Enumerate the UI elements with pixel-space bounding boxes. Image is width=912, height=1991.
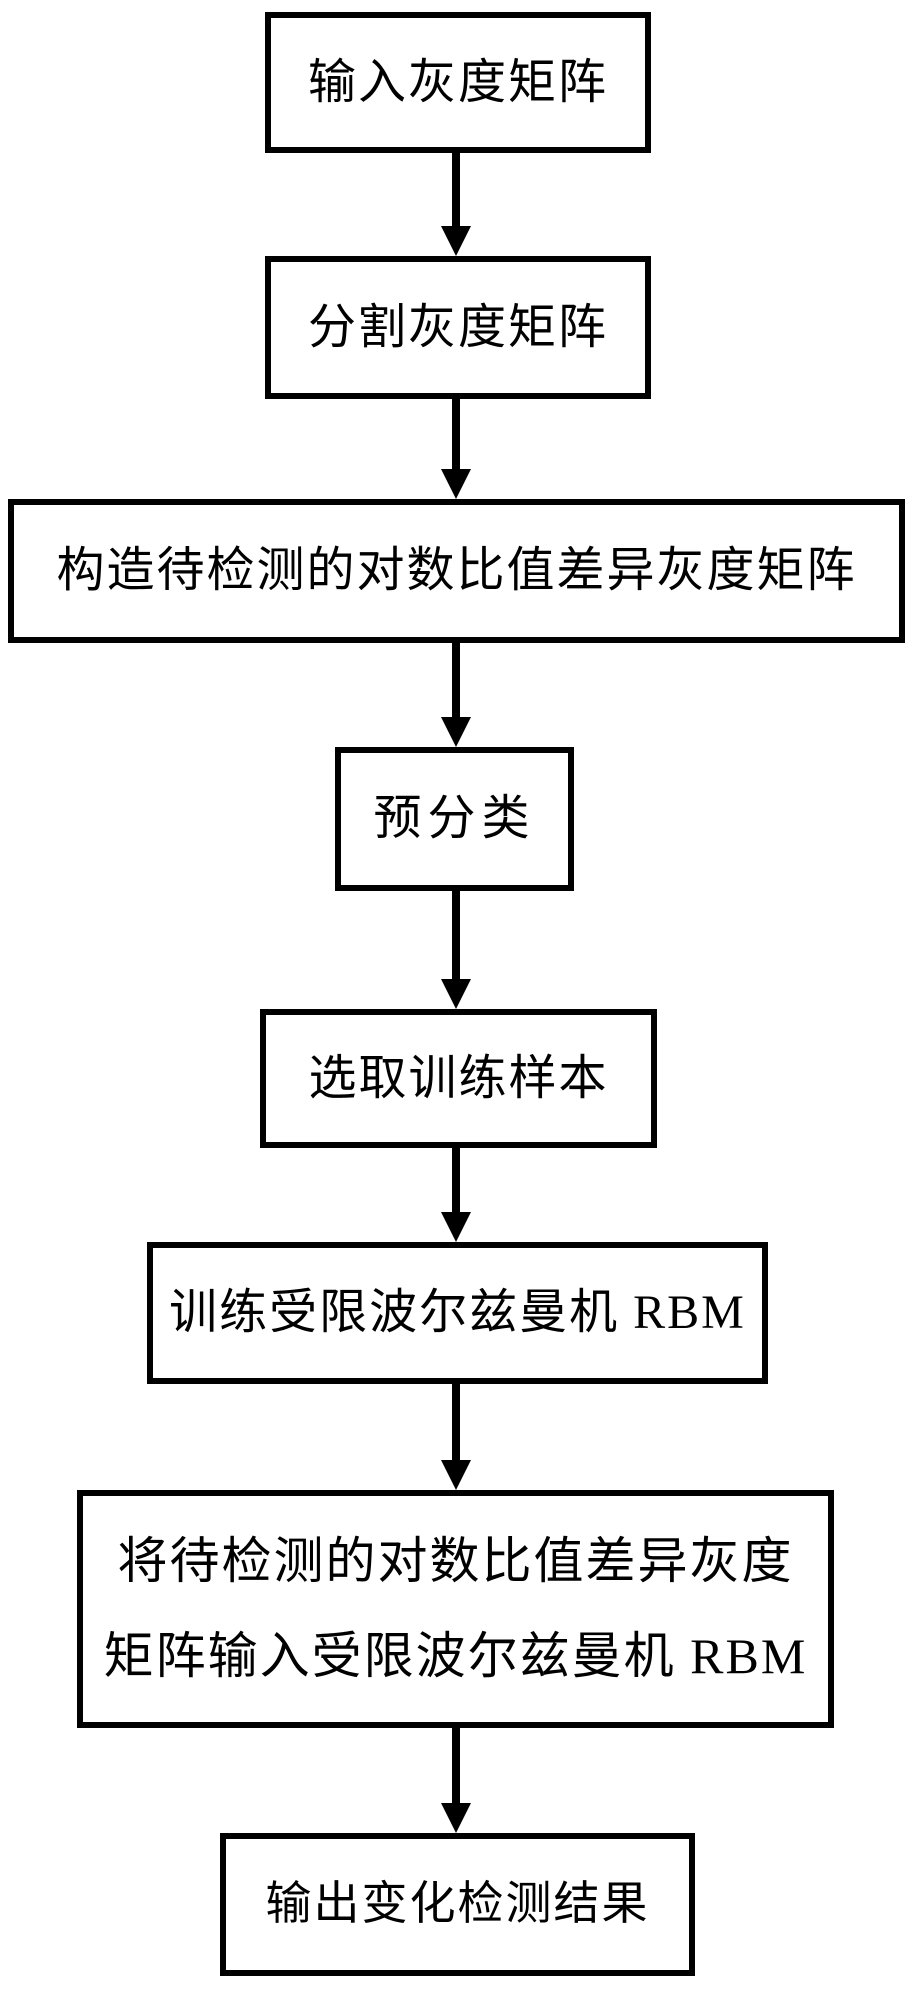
node-output-change-detection-result: 输出变化检测结果 (220, 1833, 695, 1976)
node-label-line-1: 将待检测的对数比值差异灰度 (117, 1533, 794, 1589)
down-arrow-connector (452, 152, 460, 227)
node-train-rbm: 训练受限波尔兹曼机 RBM (147, 1242, 768, 1384)
down-arrow-connector (452, 1727, 460, 1804)
down-arrow-connector (452, 643, 460, 718)
node-label: 训练受限波尔兹曼机 RBM (169, 1286, 746, 1340)
node-input-matrix-to-rbm: 将待检测的对数比值差异灰度 矩阵输入受限波尔兹曼机 RBM (77, 1490, 834, 1728)
node-label: 输入灰度矩阵 (307, 55, 608, 109)
node-construct-log-ratio-difference-matrix: 构造待检测的对数比值差异灰度矩阵 (8, 499, 905, 643)
node-label: 输出变化检测结果 (265, 1878, 650, 1930)
node-label: 预分类 (373, 792, 536, 846)
node-input-gray-matrix: 输入灰度矩阵 (265, 12, 651, 153)
node-preclassification: 预分类 (335, 747, 574, 891)
down-arrow-connector (452, 1148, 460, 1213)
down-arrow-connector (452, 891, 460, 980)
node-label: 构造待检测的对数比值差异灰度矩阵 (56, 544, 857, 598)
down-arrow-connector (452, 1384, 460, 1461)
node-segment-gray-matrix: 分割灰度矩阵 (265, 256, 651, 399)
node-label: 分割灰度矩阵 (307, 300, 608, 354)
node-select-training-samples: 选取训练样本 (260, 1009, 657, 1148)
down-arrow-connector (452, 399, 460, 470)
node-label: 选取训练样本 (308, 1051, 609, 1105)
node-label-line-2: 矩阵输入受限波尔兹曼机 RBM (103, 1627, 808, 1684)
